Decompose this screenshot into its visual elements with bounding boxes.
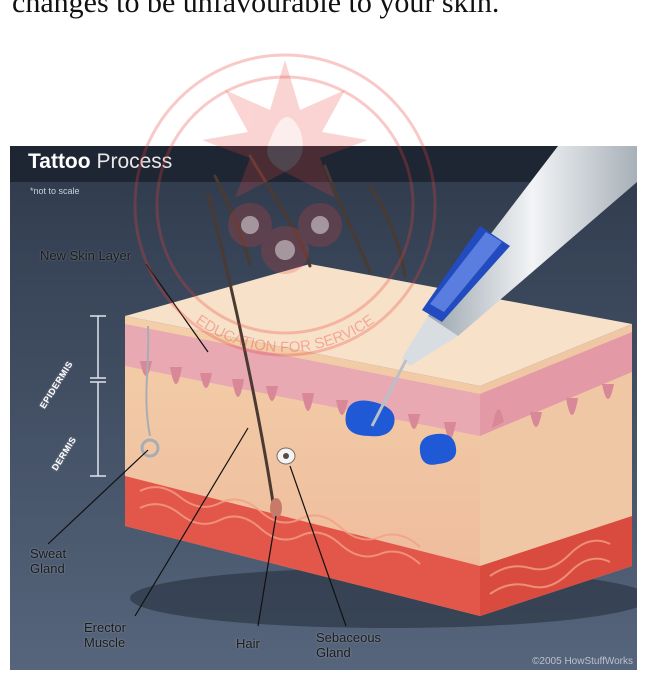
tattoo-process-figure: Tattoo Process *not to scale New Skin La…: [10, 146, 637, 670]
ink-deposit: [420, 434, 456, 465]
label-new-skin-layer: New Skin Layer: [40, 248, 131, 263]
figure-title: Tattoo Process: [28, 150, 172, 174]
copyright-notice: ©2005 HowStuffWorks: [532, 656, 633, 667]
label-sebaceous-gland: Sebaceous Gland: [316, 630, 381, 660]
label-sweat-gland: Sweat Gland: [30, 546, 66, 576]
skin-cross-section-illustration: [10, 146, 637, 670]
label-hair: Hair: [236, 636, 260, 651]
body-text-line: changes to be unfavourable to your skin.: [12, 0, 499, 20]
figure-subtitle: *not to scale: [30, 186, 80, 196]
label-erector-muscle: Erector Muscle: [84, 620, 126, 650]
